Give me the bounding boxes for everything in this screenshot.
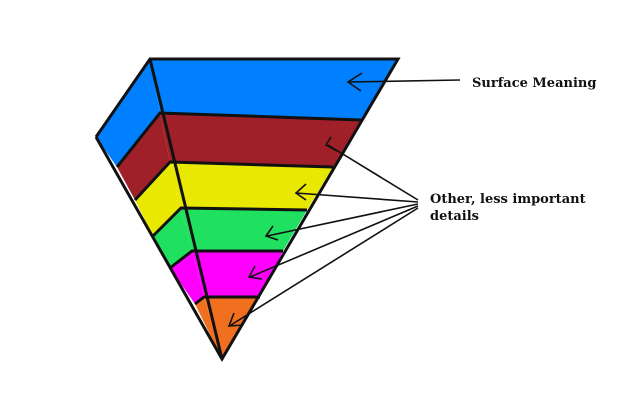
side-face-layer-5 (170, 251, 204, 304)
divider-2 (133, 160, 334, 202)
side-face-layer-2 (117, 113, 170, 200)
annotation-arrows (227, 72, 461, 327)
front-face-layer-2 (160, 113, 361, 167)
front-face-surface (150, 59, 398, 120)
side-face-surface (96, 59, 160, 167)
arrow-layer2-head (324, 136, 338, 152)
arrow-layer3-shaft (295, 192, 419, 203)
divider-5 (194, 295, 260, 306)
arrow-layer4-shaft (266, 203, 419, 237)
arrow-layer6-shaft (230, 207, 419, 326)
front-face-layer-3 (170, 162, 333, 210)
arrow-surface-shaft (347, 79, 461, 83)
arrow-surface-head (346, 72, 363, 92)
label-other-details: Other, less important details (430, 191, 586, 225)
outline-left (94, 57, 401, 363)
pyramid-outline (94, 57, 401, 363)
label-other-details-line2: details (430, 209, 479, 224)
arrow-layer2-shaft (327, 144, 419, 201)
pyramid-front-faces (150, 59, 398, 359)
divider-4 (169, 249, 283, 270)
arrow-layer5-shaft (249, 205, 419, 278)
label-surface-meaning: Surface Meaning (472, 75, 596, 92)
front-face-layer-4 (181, 208, 307, 251)
label-surface-meaning-text: Surface Meaning (472, 76, 597, 91)
front-face-layer-5 (192, 251, 283, 297)
label-other-details-line1: Other, less important (430, 192, 586, 207)
arrow-layer4-head (264, 225, 279, 241)
arrow-layer6-head (227, 312, 244, 327)
arrow-layer5-head (247, 265, 263, 280)
divider-1 (115, 111, 362, 168)
side-face-layer-6 (195, 297, 222, 359)
arrow-layer3-head (294, 183, 307, 201)
divider-3 (151, 206, 308, 238)
